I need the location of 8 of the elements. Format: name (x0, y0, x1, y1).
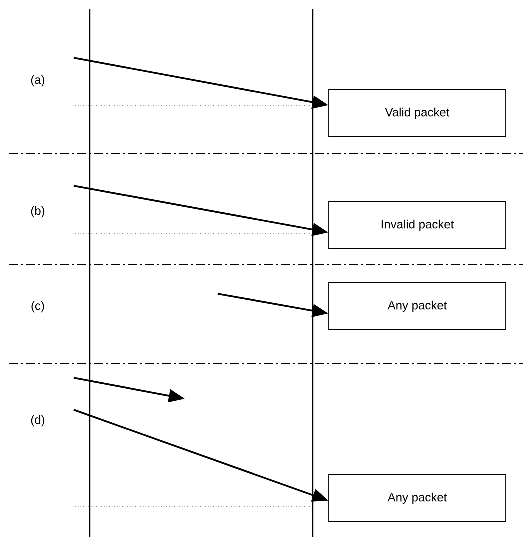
section-label: (a) (31, 75, 45, 87)
section-label: (b) (31, 206, 45, 218)
section-label: (d) (31, 415, 45, 427)
packet-box: Any packet (328, 282, 506, 330)
packet-box: Invalid packet (328, 202, 506, 250)
packet-box: Valid packet (328, 90, 506, 138)
section-label: (c) (32, 301, 44, 313)
packet-box: Any packet (328, 474, 506, 522)
